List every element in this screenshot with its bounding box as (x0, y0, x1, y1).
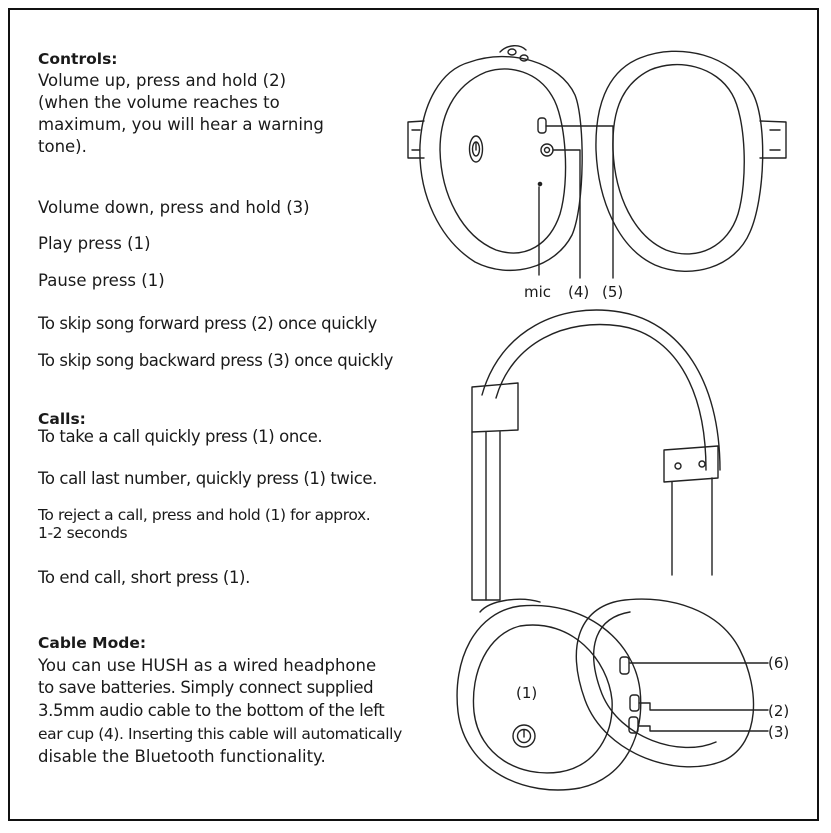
cable-line-5: disable the Bluetooth functionality. (38, 747, 326, 766)
page-border (8, 8, 819, 821)
reject-line-2: 1-2 seconds (38, 524, 128, 542)
controls-heading: Controls: (38, 50, 118, 68)
button-2-leader-line (638, 702, 769, 711)
bottom-headphone-diagram (456, 309, 769, 791)
button-2-label: (2) (768, 702, 789, 720)
left-slider (471, 382, 519, 433)
top-headphone-diagram (407, 45, 787, 279)
pause-text: Pause press (1) (38, 271, 165, 290)
right-band-clip (759, 120, 787, 159)
play-text: Play press (1) (38, 234, 151, 253)
cable-line-1: You can use HUSH as a wired headphone (38, 656, 377, 675)
volume-up-line-4: tone). (38, 137, 87, 156)
cable-mode-heading: Cable Mode: (38, 634, 147, 652)
button-6-icon (619, 656, 630, 675)
cable-line-4: ear cup (4). Inserting this cable will a… (38, 725, 402, 743)
right-back-cup (575, 598, 755, 768)
calls-heading: Calls: (38, 410, 86, 428)
right-cup-shell (595, 50, 764, 272)
right-slider (663, 445, 719, 483)
button-3-icon (628, 716, 639, 734)
button-2-icon (629, 694, 640, 712)
left-band-clip (407, 120, 425, 159)
button-1-label: (1) (516, 684, 537, 702)
port-4-icon (540, 143, 554, 157)
mic-label: mic (524, 283, 551, 301)
port-5-icon (537, 117, 547, 134)
port-4-label: (4) (568, 283, 589, 301)
button-6-label: (6) (768, 654, 789, 672)
skip-forward-text: To skip song forward press (2) once quic… (38, 314, 377, 333)
volume-up-line-1: Volume up, press and hold (2) (38, 71, 287, 90)
mic-hole-icon (537, 181, 543, 187)
cable-line-2: to save batteries. Simply connect suppli… (38, 678, 374, 697)
front-cup-shell (456, 604, 642, 791)
headband-outer (481, 309, 721, 471)
call-last-text: To call last number, quickly press (1) t… (38, 469, 377, 488)
top-power-icon (468, 135, 484, 163)
reject-line-1: To reject a call, press and hold (1) for… (38, 506, 371, 524)
volume-up-line-3: maximum, you will hear a warning (38, 115, 324, 134)
port-4-leader-line (552, 149, 581, 279)
volume-up-line-2: (when the volume reaches to (38, 93, 280, 112)
port-5-label: (5) (602, 283, 623, 301)
button-3-leader-line (637, 725, 769, 732)
left-cup-shell (419, 55, 583, 272)
end-call-text: To end call, short press (1). (38, 568, 250, 587)
take-call-text: To take a call quickly press (1) once. (38, 427, 323, 446)
skip-backward-text: To skip song backward press (3) once qui… (38, 351, 393, 370)
front-power-icon (512, 724, 536, 748)
button-3-label: (3) (768, 723, 789, 741)
cable-line-3: 3.5mm audio cable to the bottom of the l… (38, 701, 385, 720)
volume-down-text: Volume down, press and hold (3) (38, 198, 310, 217)
port-5-leader-line (545, 125, 614, 279)
